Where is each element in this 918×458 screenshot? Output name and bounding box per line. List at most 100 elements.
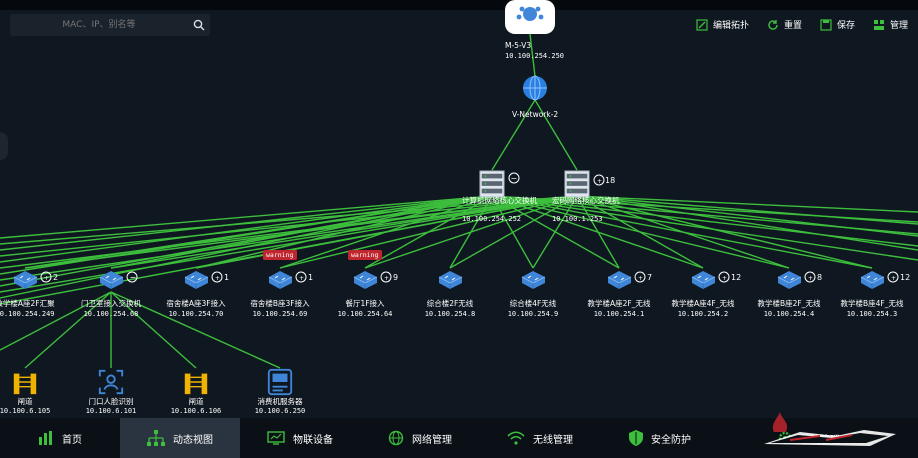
- nav-dynamic-view[interactable]: 动态视图: [120, 418, 240, 458]
- edit-topology-button[interactable]: 编辑拓扑: [696, 18, 749, 31]
- nav-wireless-management[interactable]: 无线管理: [480, 418, 600, 458]
- switch-badge[interactable]: 1: [224, 273, 229, 282]
- expand-badge-icon[interactable]: [804, 271, 816, 283]
- link-core2-offscreen-left-1: [0, 195, 578, 257]
- link-core-1-switch-7: [491, 195, 620, 269]
- switch-badge[interactable]: −: [130, 273, 137, 282]
- device-name: 闸道: [189, 396, 204, 406]
- expand-badge-icon[interactable]: [211, 271, 223, 283]
- expand-plus-icon: +: [891, 275, 896, 282]
- side-panel-handle[interactable]: [0, 132, 8, 160]
- link-core-offscreen-left-1: [0, 195, 493, 251]
- search-box[interactable]: [10, 14, 210, 36]
- link-vnet-core-2: [534, 99, 578, 171]
- nav-iot-devices[interactable]: 物联设备: [240, 418, 360, 458]
- switch-ip: 10.100.254.70: [169, 310, 224, 318]
- link-core-1-switch-5: [449, 195, 493, 269]
- expand-badge-icon[interactable]: [634, 271, 646, 283]
- expand-badge-icon[interactable]: [887, 271, 899, 283]
- expand-badge-icon[interactable]: [718, 271, 730, 283]
- root-device[interactable]: M-5-V3 10.100.254.250: [505, 0, 564, 60]
- access-switch[interactable]: − 门卫室接入交换机 10.100.254.68: [81, 270, 141, 318]
- link-switch-offscreen-left: [0, 291, 112, 351]
- core-switch-1-badge[interactable]: −: [511, 174, 518, 183]
- core-switch-1-name: 计算机网络核心交换机: [462, 195, 537, 205]
- network-icon: [388, 430, 404, 446]
- core-switch-2[interactable]: + 18 宏码网络核心交换机 10.100.1.253: [552, 170, 620, 223]
- switch-badge[interactable]: 8: [817, 273, 822, 282]
- face-icon: [98, 369, 124, 395]
- link-core2-offscreen-right-1: [576, 195, 918, 225]
- link-core2-offscreen-left-0: [0, 195, 578, 245]
- link-core-1-switch-1: [110, 195, 493, 269]
- switch-badge[interactable]: 9: [393, 273, 398, 282]
- expand-badge-icon[interactable]: [295, 271, 307, 283]
- expand-badge-icon[interactable]: [126, 271, 138, 283]
- reset-button[interactable]: 重置: [767, 18, 802, 31]
- gate-icon: [13, 372, 37, 395]
- server-icon: [267, 368, 293, 396]
- core-switch-2-badge[interactable]: 18: [605, 176, 615, 185]
- switch-ip: 10.100.254.2: [678, 310, 729, 318]
- watermark-logo: [764, 412, 896, 446]
- search-icon[interactable]: [188, 14, 210, 36]
- switch-badge[interactable]: 12: [900, 273, 910, 282]
- nav-network-management[interactable]: 网络管理: [360, 418, 480, 458]
- link-core-1-switch-8: [491, 195, 704, 269]
- switch-ip: 10.100.254.249: [0, 310, 55, 318]
- save-button[interactable]: 保存: [820, 18, 855, 31]
- switch-ip: 10.100.254.68: [84, 310, 139, 318]
- refresh-icon: [768, 19, 778, 30]
- switch-badge[interactable]: 7: [647, 273, 652, 282]
- manage-button[interactable]: 管理: [873, 18, 908, 31]
- manage-icon: [873, 19, 884, 30]
- expand-plus-icon: +: [299, 275, 304, 282]
- switch-name: 门卫室接入交换机: [81, 298, 141, 308]
- link-switch-device-0: [24, 291, 112, 369]
- reset-label: 重置: [783, 21, 802, 31]
- link-core-1-switch-2: [195, 195, 493, 269]
- warning-tag-text: warning: [266, 251, 293, 259]
- monitor-icon: [267, 431, 285, 445]
- switch-badge[interactable]: 2: [53, 273, 58, 282]
- link-core-1-switch-10: [491, 195, 873, 269]
- toolbar: 编辑拓扑 重置 保存 管理: [696, 18, 908, 31]
- nav-home[interactable]: 首页: [0, 418, 120, 458]
- nav-security[interactable]: 安全防护: [600, 418, 720, 458]
- vnetwork-name: V-Network-2: [512, 110, 558, 119]
- expand-plus-icon: +: [808, 275, 813, 282]
- link-core-1-switch-3: [279, 195, 493, 269]
- switch-ip: 10.100.254.1: [594, 310, 645, 318]
- switch-ip: 10.100.254.4: [764, 310, 815, 318]
- vnetwork-node[interactable]: V-Network-2: [512, 75, 558, 119]
- shield-icon: [629, 430, 643, 446]
- root-device-ip: 10.100.254.250: [505, 52, 564, 60]
- expand-plus-icon: +: [44, 275, 49, 282]
- expand-plus-icon: +: [638, 275, 643, 282]
- expand-badge-icon[interactable]: [40, 271, 52, 283]
- top-strip: [0, 0, 918, 10]
- switch-badge[interactable]: 1: [308, 273, 313, 282]
- core-switch-1[interactable]: − 计算机网络核心交换机 10.100.254.252: [462, 170, 537, 223]
- core-switch-2-name: 宏码网络核心交换机: [552, 195, 620, 205]
- expand-plus-icon: +: [215, 275, 220, 282]
- link-core-offscreen-left-0: [0, 195, 493, 239]
- switch-badge[interactable]: 12: [731, 273, 741, 282]
- expand-badge-icon[interactable]: [380, 271, 392, 283]
- search-input[interactable]: [10, 19, 188, 31]
